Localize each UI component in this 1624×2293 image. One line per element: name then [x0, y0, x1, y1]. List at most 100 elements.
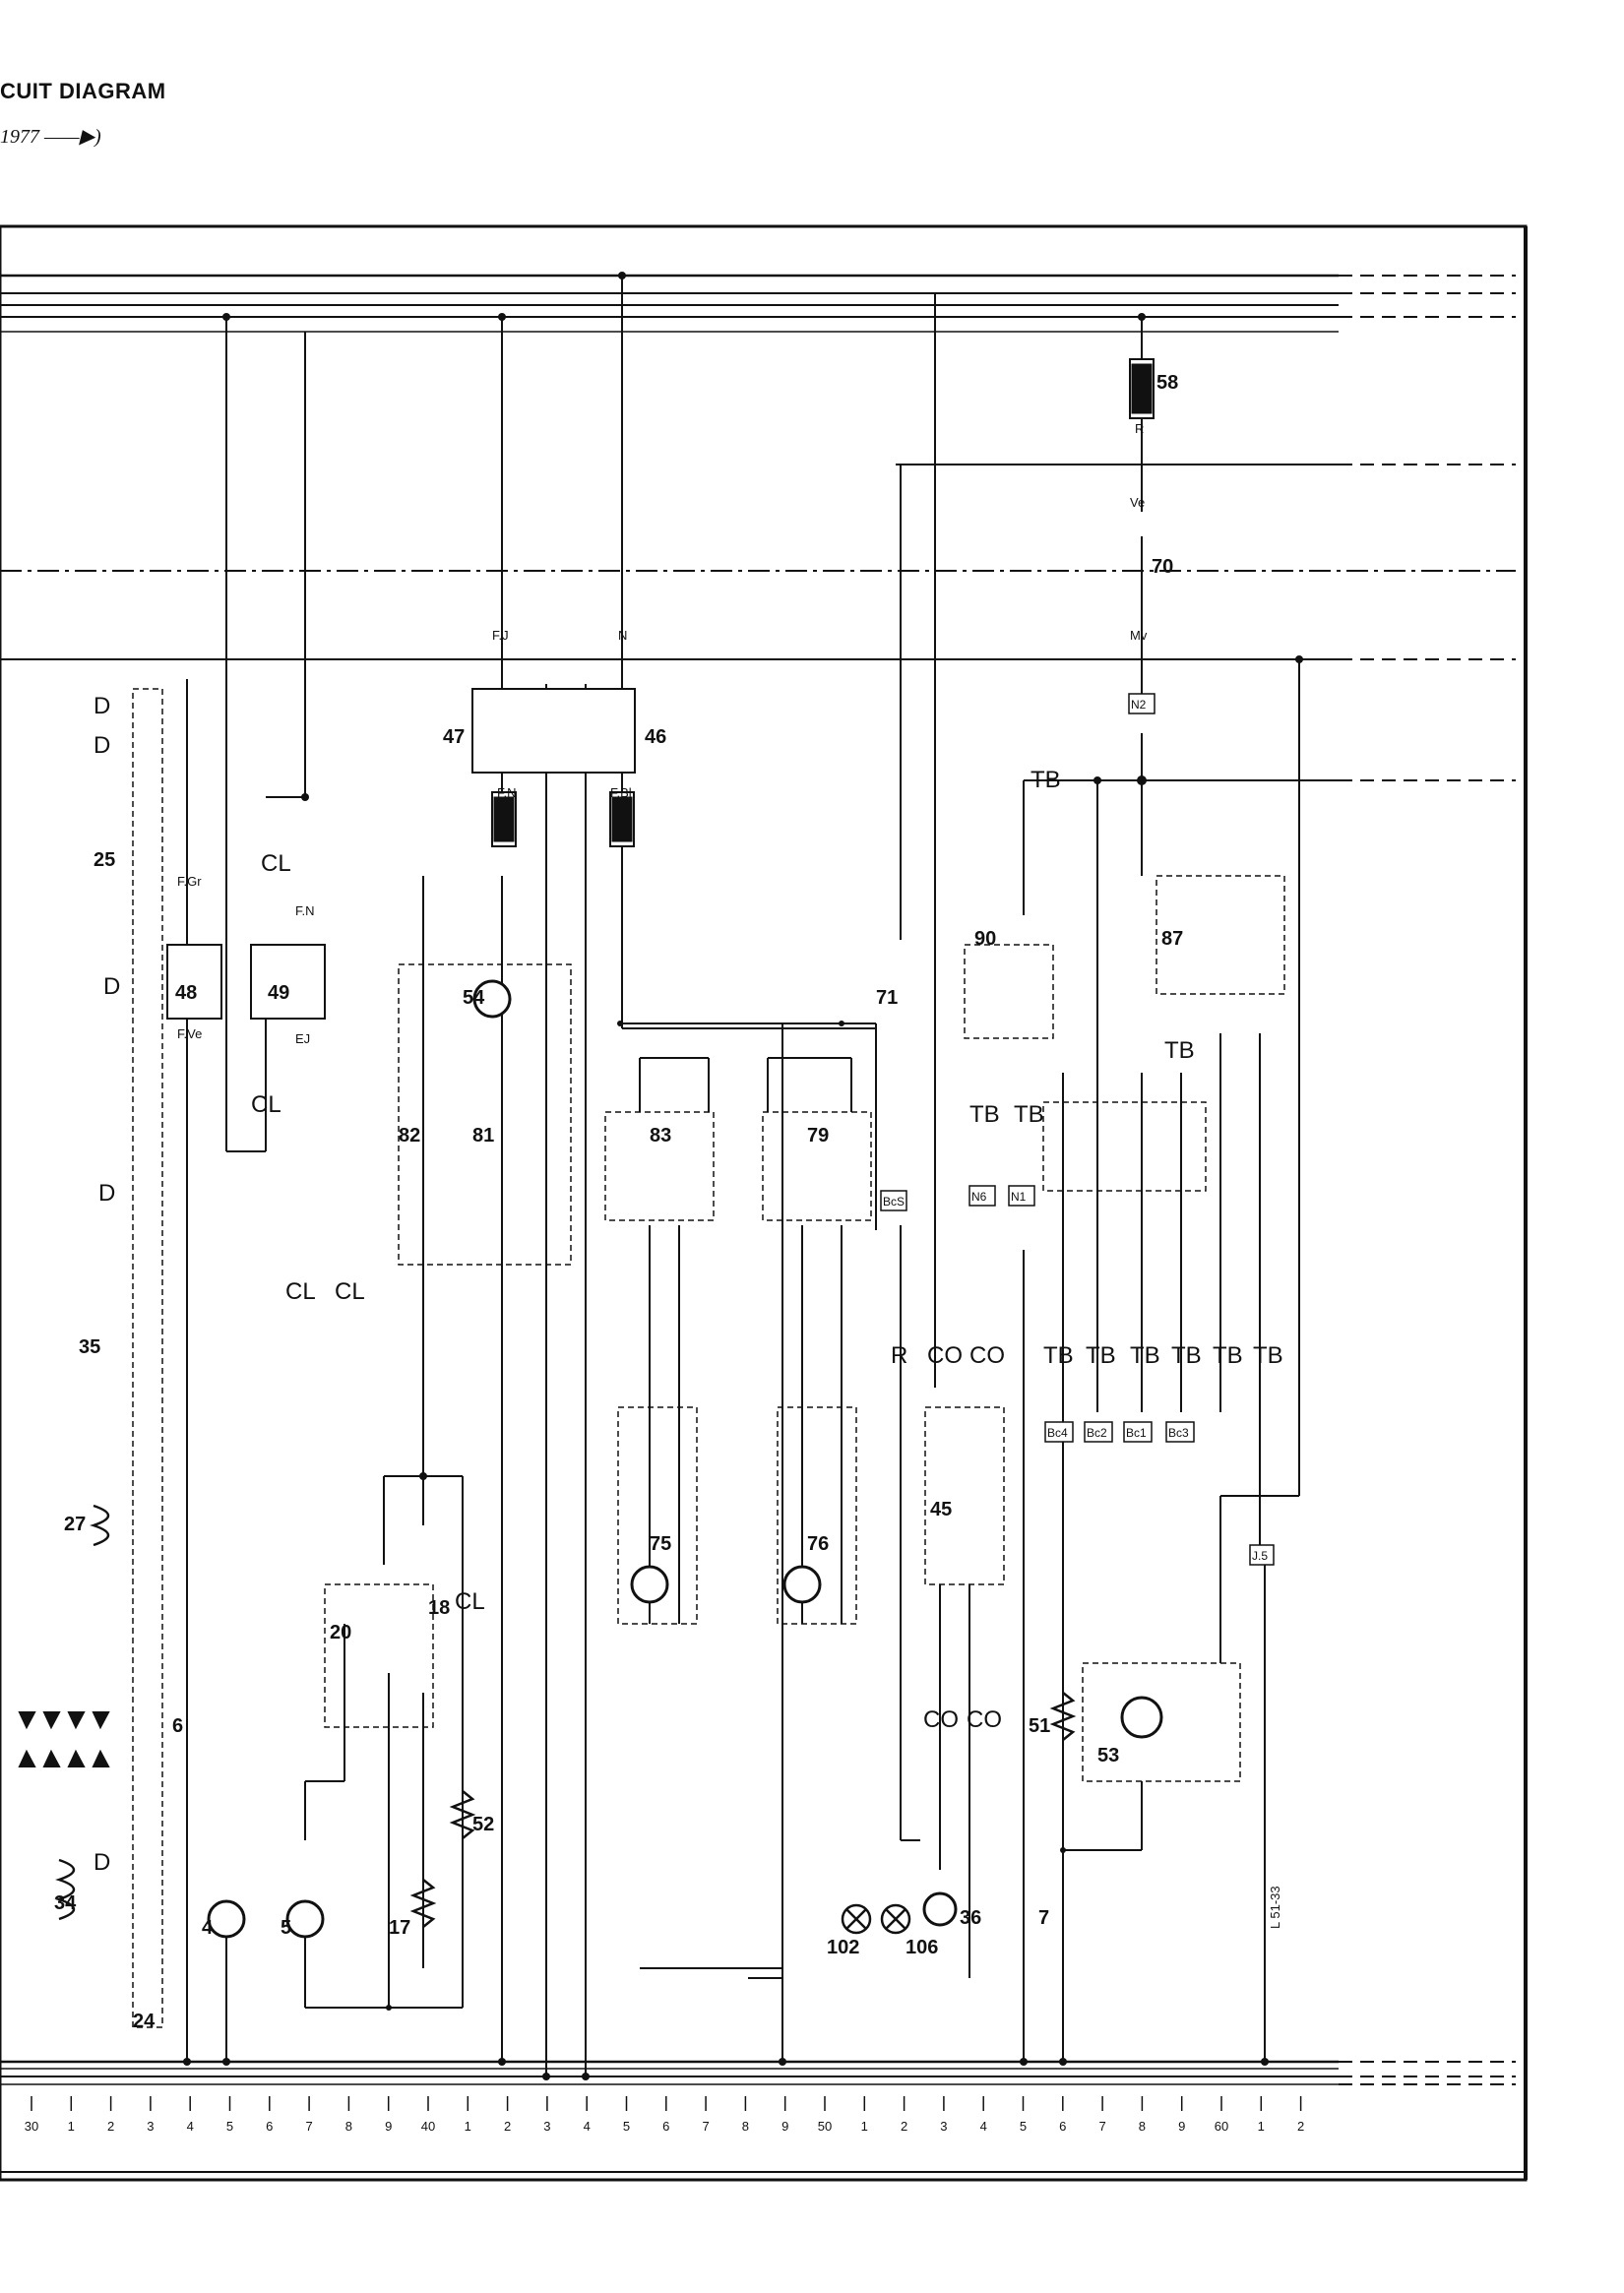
- label-54: 54: [463, 987, 485, 1009]
- cl-label-1: CL: [261, 850, 291, 877]
- label-82: 82: [399, 1125, 420, 1146]
- motor-5-icon: [285, 1899, 325, 1939]
- scale-label: 2: [1297, 2119, 1304, 2134]
- resistor-52-icon: [449, 1790, 476, 1839]
- label-27: 27: [64, 1514, 86, 1535]
- label-17: 17: [389, 1917, 410, 1939]
- label-90-top: 90: [974, 928, 996, 950]
- diagram-frame: [0, 224, 1528, 2182]
- conn-bc4: Bc4: [1047, 1426, 1068, 1440]
- conn-bc3: Bc3: [1168, 1426, 1189, 1440]
- conn-n2: N2: [1131, 698, 1147, 712]
- tb-label-1: TB: [969, 1101, 1000, 1128]
- cl-label-3: CL: [285, 1278, 316, 1305]
- label-45: 45: [930, 1499, 952, 1520]
- scale-label: 7: [305, 2119, 312, 2134]
- coil-34-icon: [55, 1858, 76, 1921]
- label-46: 46: [645, 726, 666, 748]
- scale-label: 1: [861, 2119, 868, 2134]
- wire-label-fn-49: F.N: [295, 903, 315, 918]
- wire-label-fn: F.N: [497, 785, 517, 800]
- wire-label-fgr: F.Gr: [177, 874, 202, 889]
- tb-label-5: TB: [1086, 1342, 1116, 1369]
- scale-label: 4: [187, 2119, 194, 2134]
- resistor-17-icon: [409, 1879, 437, 1928]
- scale-label: 3: [543, 2119, 550, 2134]
- tb-label-7: TB: [1171, 1342, 1202, 1369]
- wire-label-fbl: F.Bl: [610, 785, 632, 800]
- label-49: 49: [268, 982, 289, 1004]
- conn-bc2: Bc2: [1087, 1426, 1107, 1440]
- label-25: 25: [94, 849, 115, 871]
- scale-label: 2: [107, 2119, 114, 2134]
- wire-label-r: R: [1135, 421, 1144, 436]
- label-7: 7: [1038, 1907, 1049, 1929]
- tb-label-top: TB: [1031, 767, 1061, 793]
- motor-76-icon: [782, 1565, 822, 1604]
- scale-label: 1: [465, 2119, 471, 2134]
- tb-label-3: TB: [1164, 1037, 1195, 1064]
- d-label-3: D: [103, 973, 120, 1000]
- label-4: 4: [202, 1917, 214, 1939]
- conn-bc5: BcS: [883, 1195, 905, 1208]
- co-label-2: CO: [969, 1342, 1005, 1369]
- scale-label: 1: [68, 2119, 75, 2134]
- motor-4-icon: [207, 1899, 246, 1939]
- label-75: 75: [650, 1533, 671, 1555]
- conn-j5: J.5: [1252, 1549, 1268, 1563]
- tb-label-2: TB: [1014, 1101, 1044, 1128]
- d-label-5: D: [94, 1849, 110, 1876]
- label-20: 20: [330, 1622, 351, 1643]
- scale-label: 8: [1139, 2119, 1146, 2134]
- scale-label: 7: [1098, 2119, 1105, 2134]
- scale-label: 6: [1059, 2119, 1066, 2134]
- tb-label-4: TB: [1043, 1342, 1074, 1369]
- conn-bc1: Bc1: [1126, 1426, 1147, 1440]
- scale-label: 2: [504, 2119, 511, 2134]
- scale-label: 2: [901, 2119, 907, 2134]
- cl-label-5: CL: [455, 1588, 485, 1615]
- conn-n1: N1: [1011, 1190, 1027, 1204]
- co-label-1: CO: [927, 1342, 963, 1369]
- label-58-top: 58: [1156, 372, 1178, 394]
- wire-label-mv: Mv: [1130, 628, 1148, 643]
- label-102: 102: [827, 1937, 859, 1958]
- scale-label: 1: [1258, 2119, 1265, 2134]
- co-label-4: CO: [967, 1706, 1002, 1733]
- wire-label-ve: Ve: [1130, 495, 1145, 510]
- label-71: 71: [876, 987, 898, 1009]
- label-35: 35: [79, 1336, 100, 1358]
- label-34: 34: [54, 1892, 77, 1914]
- label-5: 5: [281, 1917, 291, 1939]
- scale-label: 8: [345, 2119, 352, 2134]
- scale-label: 4: [584, 2119, 591, 2134]
- tb-label-9: TB: [1253, 1342, 1283, 1369]
- label-76: 76: [807, 1533, 829, 1555]
- resistor-51-icon: [1049, 1692, 1077, 1741]
- scale-label: 3: [147, 2119, 154, 2134]
- label-36: 36: [960, 1907, 981, 1929]
- tb-label-8: TB: [1213, 1342, 1243, 1369]
- label-79: 79: [807, 1125, 829, 1146]
- label-106: 106: [906, 1937, 938, 1958]
- coil-27-icon: [90, 1504, 110, 1547]
- label-6: 6: [172, 1715, 183, 1737]
- label-53: 53: [1097, 1745, 1119, 1766]
- scale-label: 40: [421, 2119, 435, 2134]
- scale-label: 30: [25, 2119, 38, 2134]
- diagram-subtitle: 1977 ——▶): [0, 126, 101, 148]
- d-label-4: D: [98, 1180, 115, 1207]
- scale-label: 6: [662, 2119, 669, 2134]
- label-81: 81: [472, 1125, 494, 1146]
- label-83: 83: [650, 1125, 671, 1146]
- scale-label: 5: [1020, 2119, 1027, 2134]
- label-18: 18: [428, 1597, 450, 1619]
- d-label-1: D: [94, 693, 110, 719]
- motor-36-icon: [922, 1891, 958, 1927]
- d-label-2: D: [94, 732, 110, 759]
- conn-n6: N6: [971, 1190, 987, 1204]
- scale-label: 6: [266, 2119, 273, 2134]
- scale-label: 3: [940, 2119, 947, 2134]
